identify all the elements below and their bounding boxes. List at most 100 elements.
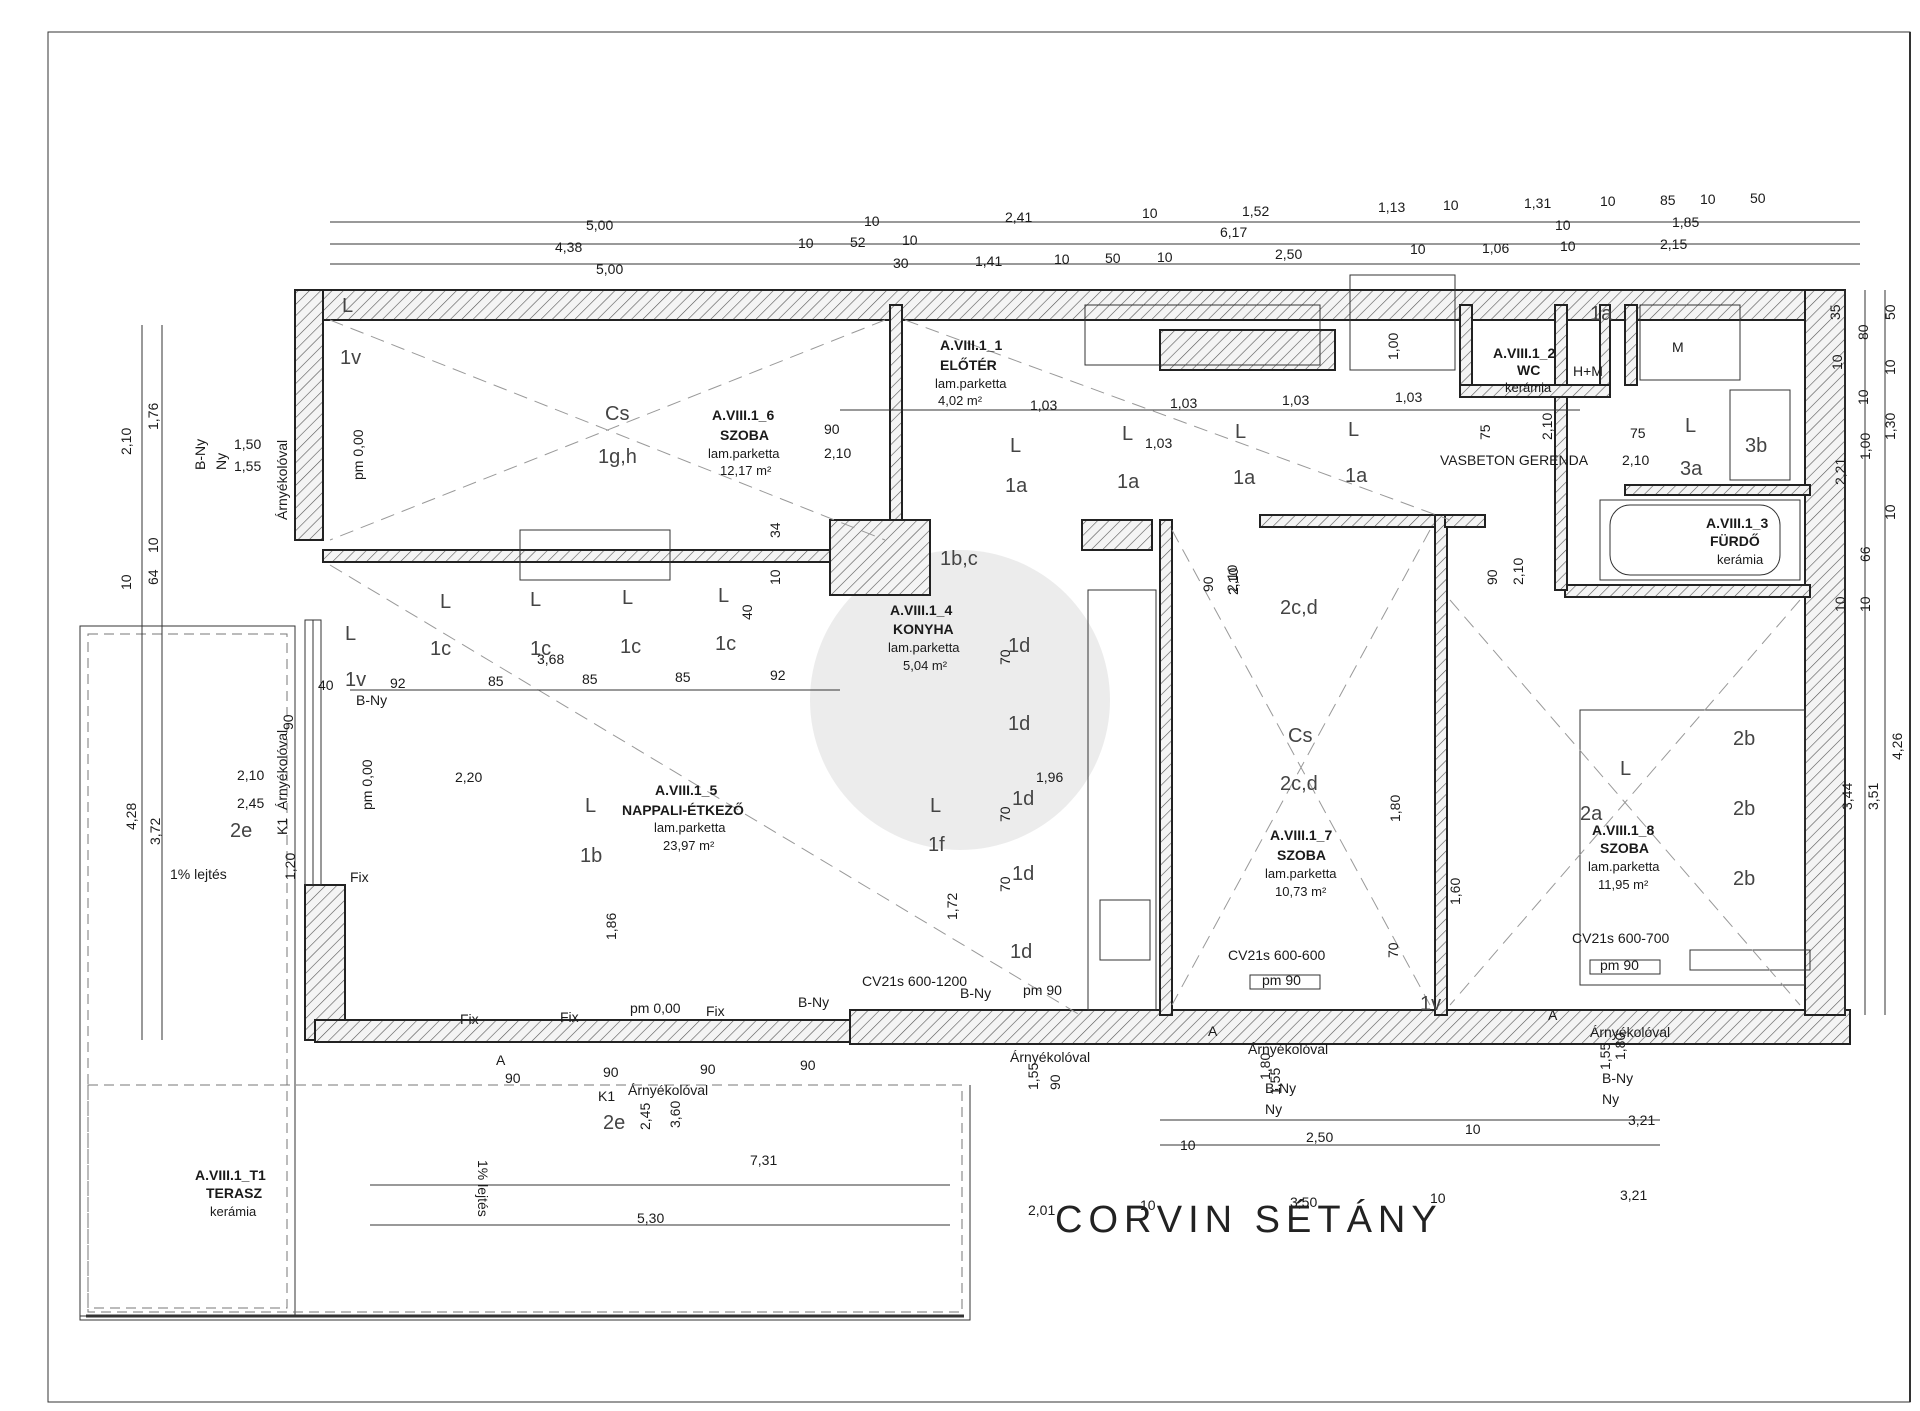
door-dim-27: 3,60 bbox=[667, 1101, 683, 1128]
room-szoba-7: A.VIII.1_7 SZOBA lam.parketta 10,73 m² bbox=[1265, 827, 1337, 899]
dim-int-21: 70 bbox=[1385, 942, 1401, 958]
door-dim-6: 90 bbox=[1200, 576, 1216, 592]
dim-int-12: 2,20 bbox=[455, 769, 482, 785]
dim-int-7: 85 bbox=[675, 669, 691, 685]
amyekolo-label: Árnyékolóval bbox=[1590, 1024, 1670, 1040]
ny-label: Ny bbox=[213, 453, 229, 470]
door-dim-3: 2,10 bbox=[1539, 413, 1555, 440]
dim-right-4: 10 bbox=[1855, 389, 1871, 405]
dim-int-18: 70 bbox=[997, 649, 1013, 665]
door-dim-1: 2,10 bbox=[824, 445, 851, 461]
tag: 1d bbox=[1008, 713, 1030, 735]
room-name: SZOBA bbox=[720, 427, 769, 443]
lamp-marker: L bbox=[1348, 419, 1359, 441]
tag: 2b bbox=[1733, 728, 1755, 750]
tag: 2e bbox=[603, 1112, 625, 1134]
dim-top1-2: 2,41 bbox=[1005, 209, 1032, 225]
lamp-marker: L bbox=[1620, 758, 1631, 780]
a-label: A bbox=[496, 1052, 506, 1068]
top-dimensions: 5,00 10 2,41 10 1,52 1,13 10 1,31 10 85 … bbox=[555, 190, 1766, 277]
tag: 1c bbox=[620, 636, 641, 658]
dim-left-3: 64 bbox=[145, 569, 161, 585]
dim-int-20: 70 bbox=[997, 876, 1013, 892]
tag: 2c,d bbox=[1280, 597, 1318, 619]
dim-top3-4: 50 bbox=[1105, 250, 1121, 266]
dim-left-6: 3,72 bbox=[147, 818, 163, 845]
dim-top1-1: 10 bbox=[864, 213, 880, 229]
slope-label: 1% lejtés bbox=[475, 1160, 491, 1217]
lamp-marker: L bbox=[718, 585, 729, 607]
door-dim-23: 1,55 bbox=[1267, 1068, 1283, 1095]
room-terasz: A.VIII.1_T1 TERASZ kerámia bbox=[195, 1167, 266, 1219]
fix-label: Fix bbox=[460, 1011, 479, 1027]
dim-top1-5: 1,13 bbox=[1378, 199, 1405, 215]
dim-bottom1-1: 2,50 bbox=[1306, 1129, 1333, 1145]
dim-bottom2-3: 10 bbox=[1430, 1190, 1446, 1206]
dim-top2-2: 52 bbox=[850, 234, 866, 250]
dim-top2-4: 6,17 bbox=[1220, 224, 1247, 240]
dim-int-26: 1,00 bbox=[1385, 333, 1401, 360]
dim-int-9: 40 bbox=[318, 677, 334, 693]
room-id: A.VIII.1_3 bbox=[1706, 515, 1768, 531]
room-name: FÜRDŐ bbox=[1710, 532, 1760, 549]
dim-bottom2-4: 3,21 bbox=[1620, 1187, 1647, 1203]
room-id: A.VIII.1_2 bbox=[1493, 345, 1555, 361]
room-floor: lam.parketta bbox=[935, 376, 1007, 391]
dim-int-0: 1,03 bbox=[1030, 397, 1057, 413]
tag: 2a bbox=[1580, 803, 1603, 825]
room-labels: A.VIII.1_1 ELŐTÉR lam.parketta 4,02 m² A… bbox=[195, 337, 1768, 1219]
dim-top1-9: 85 bbox=[1660, 192, 1676, 208]
door-dim-19: 90 bbox=[800, 1057, 816, 1073]
door-dim-18: 90 bbox=[700, 1061, 716, 1077]
cv-label: CV21s 600-600 bbox=[1228, 947, 1326, 963]
tag: 1a bbox=[1005, 475, 1028, 497]
dim-top2-1: 10 bbox=[798, 235, 814, 251]
dim-top1-11: 50 bbox=[1750, 190, 1766, 206]
door-dim-8: 90 bbox=[1484, 569, 1500, 585]
tag: 2c,d bbox=[1280, 773, 1318, 795]
room-id: A.VIII.1_T1 bbox=[195, 1167, 266, 1183]
dim-left-0: 2,10 bbox=[118, 428, 134, 455]
room-area: 4,02 m² bbox=[938, 393, 983, 408]
amyekolo-label: Árnyékolóval bbox=[274, 440, 290, 520]
lamp-marker: L bbox=[530, 589, 541, 611]
dim-top1-0: 5,00 bbox=[586, 217, 613, 233]
lamp-marker: L bbox=[342, 295, 353, 317]
dim-int-17: 1,60 bbox=[1447, 878, 1463, 905]
pm-label: pm 0,00 bbox=[350, 429, 366, 480]
room-floor: lam.parketta bbox=[1265, 866, 1337, 881]
dim-int-6: 85 bbox=[582, 671, 598, 687]
dimension-lines bbox=[141, 221, 1886, 1226]
dim-int-8: 92 bbox=[770, 667, 786, 683]
dim-top3-0: 5,00 bbox=[596, 261, 623, 277]
room-area: 5,04 m² bbox=[903, 658, 948, 673]
door-dim-9: 2,10 bbox=[1510, 558, 1526, 585]
dim-bottom1-2: 10 bbox=[1465, 1121, 1481, 1137]
lamp-marker: L bbox=[1685, 415, 1696, 437]
room-szoba-8: A.VIII.1_8 SZOBA lam.parketta 11,95 m² bbox=[1588, 822, 1660, 892]
room-floor: lam.parketta bbox=[654, 820, 726, 835]
door-dim-2: 75 bbox=[1477, 424, 1493, 440]
cv-label: CV21s 600-700 bbox=[1572, 930, 1670, 946]
dim-top1-3: 10 bbox=[1142, 205, 1158, 221]
cs-label: Cs bbox=[1288, 725, 1312, 747]
dim-int-3: 1,03 bbox=[1395, 389, 1422, 405]
tag: 2b bbox=[1733, 868, 1755, 890]
dim-top1-6: 10 bbox=[1443, 197, 1459, 213]
dim-top2-0: 4,38 bbox=[555, 239, 582, 255]
dim-int-1: 1,03 bbox=[1170, 395, 1197, 411]
dim-left-5: 4,28 bbox=[123, 803, 139, 830]
door-dim-14: 1,20 bbox=[282, 853, 298, 880]
tag: 3a bbox=[1680, 458, 1703, 480]
room-area: 23,97 m² bbox=[663, 838, 715, 853]
lamp-marker: L bbox=[1010, 435, 1021, 457]
tag: 1a bbox=[1117, 471, 1140, 493]
door-dim-7: 2,10 bbox=[1224, 565, 1240, 592]
m-label: M bbox=[1672, 339, 1684, 355]
room-floor: lam.parketta bbox=[1588, 859, 1660, 874]
vasbeton-label: VASBETON GERENDA bbox=[1440, 452, 1589, 468]
circuit-tags: Cs Cs 1g,h 1a 1a 1a 1a 1a 1c 1c 1c 1c 1d… bbox=[230, 295, 1767, 1134]
tag: 1c bbox=[430, 638, 451, 660]
dim-top2-5: 10 bbox=[1555, 217, 1571, 233]
dim-top3-9: 10 bbox=[1560, 238, 1576, 254]
